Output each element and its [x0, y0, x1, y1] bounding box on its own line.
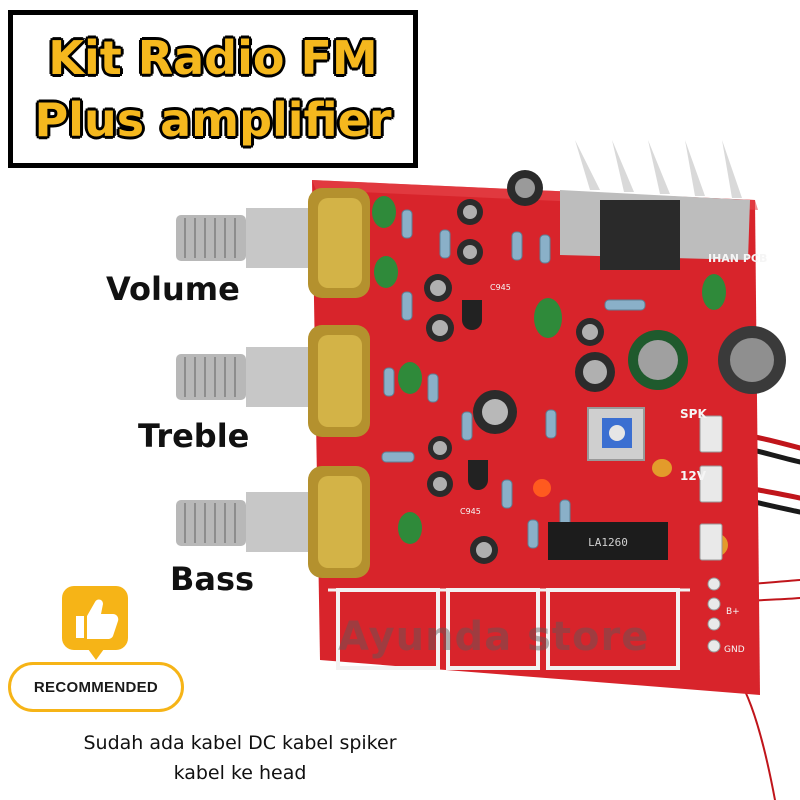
- caption-line-1: Sudah ada kabel DC kabel spiker: [83, 732, 397, 754]
- electrolytic-capacitors: [424, 170, 786, 564]
- bass-label: Bass: [170, 560, 255, 598]
- c945-label-a: C945: [490, 283, 511, 292]
- recommended-badge: RECOMMENDED: [8, 662, 184, 712]
- spk-label: SPK: [680, 407, 707, 421]
- power-label: 12V: [680, 469, 707, 483]
- recommended-text: RECOMMENDED: [33, 678, 159, 696]
- title-box: Kit Radio FM Plus amplifier: [8, 10, 418, 168]
- terminals: [699, 415, 723, 653]
- thumbs-up-icon: [62, 586, 128, 660]
- store-watermark: Ayunda store: [338, 614, 650, 660]
- transistors: [462, 300, 488, 490]
- treble-potentiometer: [176, 325, 370, 437]
- bass-potentiometer: [176, 466, 370, 578]
- treble-label: Treble: [138, 417, 250, 455]
- title-line-2: Plus amplifier: [34, 93, 392, 147]
- resistors: [381, 209, 646, 549]
- maker-label: IHAN PCB: [708, 252, 767, 265]
- ic-chip: LA1260: [548, 522, 668, 560]
- bplus-label: B+: [726, 607, 740, 617]
- gnd-label: GND: [724, 645, 745, 655]
- volume-potentiometer: [176, 188, 370, 298]
- tuner-coil: [587, 407, 645, 461]
- volume-label: Volume: [106, 270, 240, 308]
- film-capacitors: [372, 196, 726, 544]
- caption-line-2: kabel ke head: [173, 762, 307, 784]
- title-line-1: Kit Radio FM: [48, 31, 378, 85]
- led: [533, 479, 551, 497]
- pcb-board: [312, 180, 760, 695]
- ic-label: LA1260: [588, 536, 628, 549]
- c945-label-b: C945: [460, 507, 481, 516]
- heatsink: [560, 140, 750, 270]
